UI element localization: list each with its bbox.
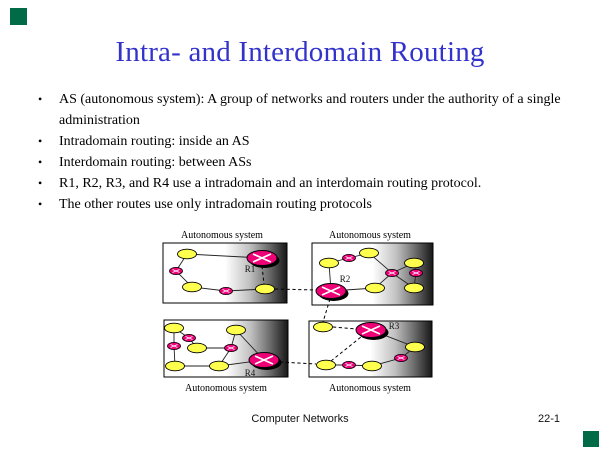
router-node-icon (409, 268, 423, 278)
router-node-icon (394, 353, 408, 363)
bullet-item: • Intradomain routing: inside an AS (0, 131, 580, 152)
bullet-text: R1, R2, R3, and R4 use a intradomain and… (59, 176, 482, 191)
network-node (165, 360, 185, 372)
network-node (182, 281, 202, 293)
router-node-icon (219, 286, 233, 296)
bullet-icon: • (38, 197, 43, 211)
router-node-icon (169, 266, 183, 276)
bullet-icon: • (38, 92, 43, 106)
router-node-icon (342, 360, 356, 370)
network-node (405, 341, 425, 353)
template-corner-square-top-left (10, 8, 27, 25)
as-label-top-left: Autonomous system (181, 230, 263, 241)
network-node (319, 257, 339, 269)
template-corner-square-bottom-right (583, 431, 599, 447)
bullet-item: • AS (autonomous system): A group of net… (0, 89, 580, 131)
bullet-text: Intradomain routing: inside an AS (59, 134, 250, 149)
router-node-icon (224, 343, 238, 353)
bullet-icon: • (38, 176, 43, 190)
router-label-r3: R3 (389, 321, 400, 331)
router-node-icon (182, 333, 196, 343)
router-node-icon (342, 253, 356, 263)
bullet-icon: • (38, 134, 43, 148)
network-node (187, 342, 207, 354)
network-node (255, 283, 275, 295)
bullet-item: • R1, R2, R3, and R4 use a intradomain a… (0, 173, 580, 194)
network-node (313, 321, 333, 333)
router-label-r4: R4 (245, 368, 256, 378)
bullet-text: The other routes use only intradomain ro… (59, 197, 372, 212)
network-node (404, 257, 424, 269)
network-node (365, 282, 385, 294)
router-node-icon (385, 268, 399, 278)
autonomous-systems-diagram: R1 R2 R3 R4 Autonomous system Autonomous… (162, 230, 434, 394)
footer-page-number: 22-1 (538, 413, 561, 425)
footer-title: Computer Networks (251, 413, 349, 425)
network-node (209, 360, 229, 372)
network-node (316, 359, 336, 371)
bullet-text: AS (autonomous system): A group of netwo… (59, 92, 561, 128)
network-node (359, 247, 379, 259)
as-label-top-right: Autonomous system (329, 230, 411, 241)
bullet-list: • AS (autonomous system): A group of net… (0, 89, 580, 215)
network-node (164, 322, 184, 334)
interdomain-dashed-links (261, 265, 362, 365)
as-label-bottom-right: Autonomous system (329, 383, 411, 394)
bullet-text: Interdomain routing: between ASs (59, 155, 252, 170)
network-node (404, 282, 424, 294)
router-label-r1: R1 (245, 264, 256, 274)
bullet-item: • The other routes use only intradomain … (0, 194, 580, 215)
network-node (177, 248, 197, 260)
network-node (226, 324, 246, 336)
bullet-item: • Interdomain routing: between ASs (0, 152, 580, 173)
bullet-icon: • (38, 155, 43, 169)
network-node (362, 360, 382, 372)
router-label-r2: R2 (340, 274, 351, 284)
router-node-icon (167, 341, 181, 351)
as-label-bottom-left: Autonomous system (185, 383, 267, 394)
page-title: Intra- and Interdomain Routing (115, 36, 485, 68)
